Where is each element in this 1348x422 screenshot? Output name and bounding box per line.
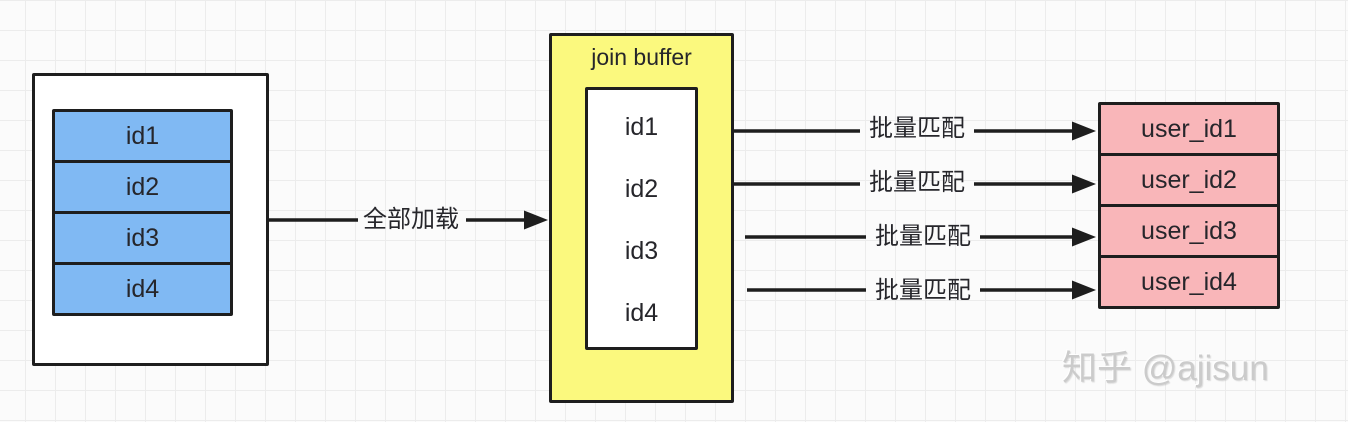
- buffer-item: id3: [624, 237, 659, 266]
- driving-table-rows: id1 id2 id3 id4: [52, 109, 233, 316]
- table-row: user_id3: [1098, 204, 1280, 258]
- watermark: 知乎 @ajisun: [1062, 349, 1269, 388]
- driving-table-box: id1 id2 id3 id4: [32, 73, 269, 366]
- buffer-item: id1: [624, 112, 659, 141]
- table-row: id2: [52, 160, 233, 214]
- table-row: id4: [52, 262, 233, 316]
- match-arrowhead-icon: [1072, 280, 1096, 300]
- table-row: id3: [52, 211, 233, 265]
- match-arrow-label: 批量匹配: [869, 115, 965, 142]
- load-arrow-label: 全部加载: [363, 206, 459, 233]
- match-arrow-label: 批量匹配: [875, 277, 971, 304]
- match-arrowhead-icon: [1072, 121, 1096, 141]
- match-arrowhead-icon: [1072, 227, 1096, 247]
- matched-table-box: user_id1 user_id2 user_id3 user_id4: [1098, 102, 1280, 309]
- match-arrow-label: 批量匹配: [875, 223, 971, 250]
- join-buffer-title: join buffer: [591, 44, 692, 70]
- join-buffer-inner-box: id1 id2 id3 id4: [585, 87, 698, 350]
- join-buffer-box: join buffer id1 id2 id3 id4: [549, 33, 734, 403]
- table-row: user_id1: [1098, 102, 1280, 156]
- match-arrowhead-icon: [1072, 174, 1096, 194]
- table-row: user_id4: [1098, 255, 1280, 309]
- load-arrowhead-icon: [524, 210, 548, 230]
- match-arrow-label: 批量匹配: [869, 169, 965, 196]
- buffer-item: id2: [624, 174, 659, 203]
- table-row: user_id2: [1098, 153, 1280, 207]
- buffer-item: id4: [624, 299, 659, 328]
- table-row: id1: [52, 109, 233, 163]
